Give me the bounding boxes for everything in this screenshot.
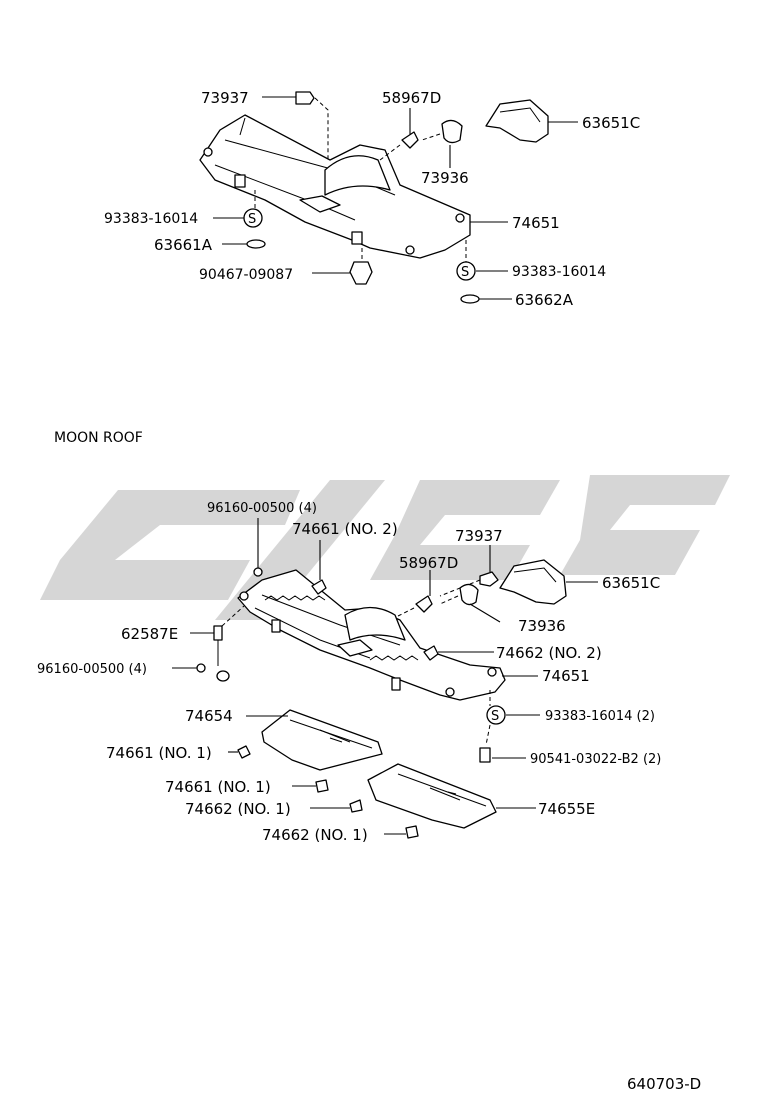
clip-s-moonroof-symbol: S: [491, 709, 499, 724]
part-73937-bolt-mr: [479, 571, 499, 587]
diagram-code: 640703-D: [627, 1075, 701, 1093]
label-90541: 90541-03022-B2 (2): [530, 752, 661, 767]
section-title-moon-roof: MOON ROOF: [54, 430, 143, 446]
label-74655e: 74655E: [538, 800, 595, 818]
part-73936-cap: [441, 119, 463, 144]
part-73937-bolt: [295, 91, 315, 105]
label-58967d: 58967D: [382, 89, 441, 107]
part-96160-top-clip: [253, 567, 263, 577]
part-74662-no1-b: [405, 825, 419, 839]
upper-console-assembly: S S 73937 58967D 63651C 73936 93383-1601…: [104, 89, 640, 309]
label-74662-no1-b: 74662 (NO. 1): [262, 826, 368, 844]
part-74662-no1-a: [349, 799, 363, 813]
part-63662a-washer: [460, 294, 480, 304]
watermark-logo: [40, 475, 730, 620]
part-90467-clip: [349, 261, 373, 285]
label-74654: 74654: [185, 707, 233, 725]
label-74661-no2: 74661 (NO. 2): [292, 520, 398, 538]
label-73936: 73936: [421, 169, 469, 187]
label-93383-right: 93383-16014: [512, 264, 606, 280]
label-74661-no1-a: 74661 (NO. 1): [106, 744, 212, 762]
moonroof-console-assembly: S 96160-00500 (4) 74661 (NO. 2) 739: [37, 501, 661, 844]
part-63651c-cover-mr: [499, 559, 567, 605]
label-63661a: 63661A: [154, 236, 213, 254]
label-73937: 73937: [455, 527, 503, 545]
part-74654-bracket: [261, 709, 383, 771]
part-63661a-washer: [246, 239, 266, 249]
part-74661-no2: [311, 579, 327, 595]
label-74661-no1-b: 74661 (NO. 1): [165, 778, 271, 796]
clip-s-right-symbol: S: [461, 265, 469, 280]
label-63651c: 63651C: [582, 114, 640, 132]
part-58967d-clip-mr: [415, 595, 433, 613]
label-74651: 74651: [512, 214, 560, 232]
label-73936: 73936: [518, 617, 566, 635]
label-93383-left: 93383-16014: [104, 211, 198, 227]
label-74662-no2: 74662 (NO. 2): [496, 644, 602, 662]
part-62587e-strut: [213, 625, 230, 682]
part-74661-no1-b: [315, 779, 329, 793]
label-96160-left: 96160-00500 (4): [37, 662, 147, 677]
label-96160-top: 96160-00500 (4): [207, 501, 317, 516]
part-63651c-cover: [485, 99, 549, 143]
label-63662a: 63662A: [515, 291, 574, 309]
label-74651: 74651: [542, 667, 590, 685]
part-96160-left-clip: [196, 663, 206, 673]
label-74662-no1-a: 74662 (NO. 1): [185, 800, 291, 818]
label-73937: 73937: [201, 89, 249, 107]
part-74655e-bracket: [367, 763, 497, 829]
label-63651c: 63651C: [602, 574, 660, 592]
clip-s-left-symbol: S: [248, 212, 256, 227]
part-90541-bolt: [479, 747, 491, 763]
clip-s-moonroof: [486, 705, 506, 725]
part-74661-no1-a: [237, 745, 251, 759]
label-93383: 93383-16014 (2): [545, 709, 655, 724]
part-74662-no2: [423, 645, 439, 661]
label-58967d: 58967D: [399, 554, 458, 572]
part-73936-cap-mr: [459, 583, 479, 606]
label-62587e: 62587E: [121, 625, 178, 643]
label-90467: 90467-09087: [199, 267, 293, 283]
